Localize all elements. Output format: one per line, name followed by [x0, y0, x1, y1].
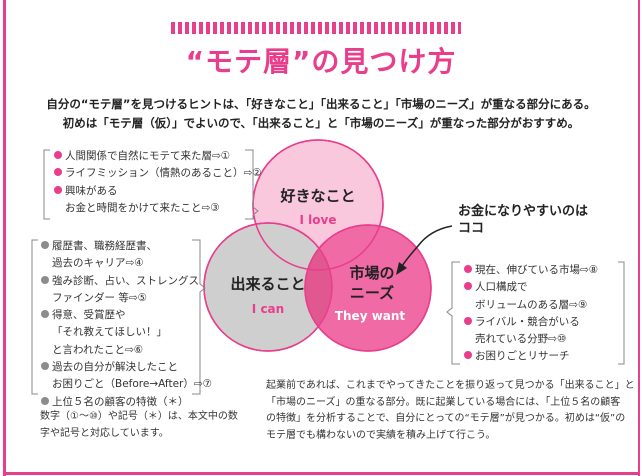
venn-market-sub: They want: [335, 309, 406, 323]
venn-can-sub: I can: [252, 302, 284, 316]
bracket-like-list: [245, 149, 259, 220]
list-item: 売れている分野⇨⑩: [475, 333, 567, 346]
list-item: 人口構成で: [464, 279, 598, 296]
list-item: 履歴書、職務経歴書、: [41, 238, 212, 255]
frame-right-border: [638, 0, 640, 476]
list-item: ライバル・競合がいる: [464, 314, 598, 331]
list-item: 強み診断、占い、ストレングス: [41, 273, 212, 290]
bracket-right-outer: [618, 261, 625, 365]
gray-bullet-icon: [41, 275, 49, 284]
list-item: 興味がある: [54, 183, 262, 200]
pink-bullet-icon: [464, 316, 472, 325]
pink-bullet-icon: [54, 168, 62, 177]
bracket-market-list: [446, 261, 460, 365]
list-item: 過去の自分が解決したこと: [41, 359, 212, 376]
list-item: 現在、伸びている市場⇨⑧: [464, 262, 598, 279]
note-right-line-1: 起業前であれば、これまでやってきたことを振り返って見つかる「出来ること」と: [266, 380, 635, 391]
frame-bottom-border: [3, 472, 640, 475]
note-right-line-2: 「市場のニーズ」の重なる部分。既に起業している場合には、「上位５名の顧客: [266, 396, 621, 408]
list-item: と言われたこと⇨⑥: [52, 343, 144, 356]
can-list: 履歴書、職務経歴書、過去のキャリア⇨④ 強み診断、占い、ストレングスファインダー …: [41, 238, 212, 411]
list-item: ライフミッション（情熱のあること）⇨②: [54, 165, 262, 182]
intro-line-2: 初めは「モテ層（仮）」でよいので、「出来ること」と「市場のニーズ」が重なった部分…: [62, 116, 580, 130]
page-title: “モテ層”の見つけ方: [185, 45, 457, 78]
venn-like-label: 好きなこと: [279, 187, 355, 205]
callout-text: お金になりやすいのは ココ: [458, 203, 588, 237]
note-right-line-4: モテ層でも構わないので実績を積み上げて行こう。: [266, 429, 496, 441]
bracket-left-outer: [31, 239, 38, 395]
venn-market-label-2: ニーズ: [350, 284, 394, 302]
list-item: 過去のキャリア⇨④: [52, 257, 144, 270]
list-item: お困りごと（Before→After）⇨⑦: [52, 378, 213, 391]
list-item: お困りごとリサーチ: [464, 348, 598, 365]
note-right-line-3: の特徴」を分析することで、自分にとっての“モテ層”が見つかる。初めは“仮”の: [266, 413, 626, 424]
gray-bullet-icon: [41, 310, 49, 319]
callout-arrowhead-icon: [396, 262, 407, 275]
note-left-line-1: 数字（①〜⑩）や記号（＊）は、本文中の数: [40, 411, 238, 422]
venn-market-label-1: 市場の: [349, 264, 394, 282]
callout-line-1: お金になりやすいのは: [458, 204, 589, 219]
pink-bullet-icon: [464, 265, 472, 273]
bracket-can-list: [192, 239, 206, 395]
bracket-top-outer: [43, 149, 50, 220]
note-left: 数字（①〜⑩）や記号（＊）は、本文中の数 字や記号と対応しています。: [40, 408, 250, 442]
frame-left-border: [3, 0, 6, 476]
gray-bullet-icon: [41, 362, 49, 371]
note-left-line-2: 字や記号と対応しています。: [40, 428, 169, 439]
list-item: 「それ教えてほしい！」: [52, 326, 167, 339]
list-item: ファインダー 等⇨⑤: [52, 291, 148, 304]
decorative-stripe-bar: [171, 22, 461, 34]
pink-bullet-icon: [464, 351, 472, 360]
list-item: ボリュームのある層⇨⑨: [475, 298, 588, 311]
callout-line-2: ココ: [458, 221, 485, 236]
list-item: 上位５名の顧客の特徴（＊）: [41, 394, 212, 411]
venn-outline-market: [304, 224, 432, 352]
like-list: 人間関係で自然にモテて来た層⇨① ライフミッション（情熱のあること）⇨② 興味が…: [54, 148, 262, 217]
pink-bullet-icon: [464, 282, 472, 291]
pink-bullet-icon: [54, 185, 62, 194]
intro-line-1: 自分の“モテ層”を見つけるヒントは、「好きなこと」「出来ること」「市場のニーズ」…: [46, 97, 596, 111]
pink-bullet-icon: [54, 151, 62, 159]
gray-bullet-icon: [41, 396, 49, 405]
venn-can-label: 出来ること: [230, 275, 305, 293]
list-item: 得意、受賞歴や: [41, 307, 212, 324]
list-item: 人間関係で自然にモテて来た層⇨①: [54, 148, 262, 165]
note-right: 起業前であれば、これまでやってきたことを振り返って見つかる「出来ること」と 「市…: [266, 378, 635, 444]
list-item-continuation: お金と時間をかけて来たこと⇨③: [65, 201, 220, 214]
callout-arrow-icon: [400, 225, 453, 269]
venn-like-sub: I love: [300, 213, 337, 227]
gray-bullet-icon: [41, 241, 49, 249]
